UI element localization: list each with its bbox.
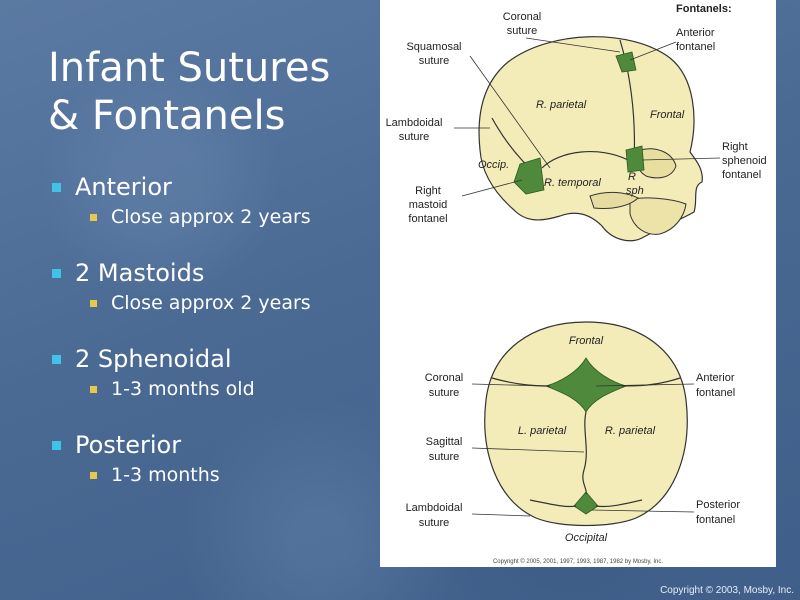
- side-r-temporal-label: R. temporal: [544, 177, 601, 189]
- maxilla-outline: [629, 197, 687, 235]
- top-lambdoidal-label-2: suture: [419, 517, 450, 529]
- skull-diagram: Fontanels: R. parietal Frontal Occip. R.…: [386, 3, 767, 565]
- top-coronal-label-2: suture: [429, 387, 460, 399]
- zygomatic-outline: [589, 191, 639, 209]
- slide-copyright: Copyright © 2003, Mosby, Inc.: [660, 585, 794, 596]
- bullet-group: Anterior Close approx 2 years: [52, 170, 372, 230]
- top-skull: Frontal L. parietal R. parietal Occipita…: [406, 321, 740, 544]
- leader-line: [629, 41, 677, 61]
- bullet-square-icon: [52, 440, 61, 450]
- leader-line: [591, 509, 695, 513]
- leader-line: [471, 383, 549, 387]
- bullet-label: 2 Sphenoidal: [75, 345, 232, 373]
- sub-bullet-square-icon: [90, 299, 97, 307]
- bullet-label: Posterior: [75, 431, 182, 459]
- bullet-group: 2 Sphenoidal 1-3 months old: [52, 342, 372, 402]
- sub-bullet-square-icon: [90, 213, 97, 221]
- slide-title: Infant Sutures & Fontanels: [48, 44, 368, 140]
- side-anterior-label-2: fontanel: [676, 41, 715, 53]
- bullet-label: Anterior: [75, 173, 172, 201]
- bullet-group: Posterior 1-3 months: [52, 428, 372, 488]
- side-coronal-label-1: Coronal: [503, 11, 542, 23]
- side-squamosal-label-1: Squamosal: [406, 41, 461, 53]
- sub-bullet-square-icon: [90, 385, 97, 393]
- top-skull-outline: [484, 321, 688, 527]
- top-lambdoidal-label-1: Lambdoidal: [406, 502, 463, 514]
- side-r-sph-label-1: R: [628, 171, 636, 183]
- side-lambdoidal-label-1: Lambdoidal: [386, 117, 443, 129]
- sub-bullet-square-icon: [90, 471, 97, 479]
- top-sagittal-suture-line: [582, 411, 587, 495]
- top-sagittal-label-1: Sagittal: [426, 436, 463, 448]
- bullet-list: Anterior Close approx 2 years 2 Mastoids…: [52, 170, 372, 514]
- side-sphenoid-label-1: Right: [722, 141, 748, 153]
- top-r-parietal-label: R. parietal: [605, 425, 656, 437]
- side-mastoid-label-3: fontanel: [408, 213, 447, 225]
- title-line-1: Infant Sutures: [48, 45, 331, 91]
- figure-heading: Fontanels:: [676, 3, 732, 15]
- figure-copyright: Copyright © 2005, 2001, 1997, 1993, 1987…: [493, 558, 663, 565]
- side-occip-label: Occip.: [478, 159, 509, 171]
- skull-figure: Fontanels: R. parietal Frontal Occip. R.…: [380, 0, 776, 567]
- side-squamosal-label-2: suture: [419, 55, 450, 67]
- title-line-2: & Fontanels: [48, 93, 286, 139]
- bullet-square-icon: [52, 182, 61, 192]
- side-sphenoid-label-2: sphenoid: [722, 155, 767, 167]
- side-frontal-label: Frontal: [650, 109, 685, 121]
- squamosal-suture-line: [541, 150, 629, 169]
- top-occipital-label: Occipital: [565, 532, 608, 544]
- side-anterior-label-1: Anterior: [676, 27, 715, 39]
- side-r-sph-label-2: sph: [626, 185, 644, 197]
- leader-line: [641, 157, 721, 161]
- side-skull: R. parietal Frontal Occip. R. temporal R…: [386, 11, 767, 242]
- leader-line: [525, 37, 621, 53]
- top-posterior-label-1: Posterior: [696, 499, 740, 511]
- leader-line: [471, 513, 531, 517]
- side-mastoid-label-2: mastoid: [409, 199, 448, 211]
- top-l-parietal-label: L. parietal: [518, 425, 567, 437]
- leader-line: [469, 55, 551, 169]
- top-anterior-label-1: Anterior: [696, 372, 735, 384]
- leader-line: [595, 383, 695, 387]
- side-mastoid-label-1: Right: [415, 185, 441, 197]
- side-coronal-label-2: suture: [507, 25, 538, 37]
- leader-line: [471, 447, 585, 453]
- side-lambdoidal-label-2: suture: [399, 131, 430, 143]
- bullet-group: 2 Mastoids Close approx 2 years: [52, 256, 372, 316]
- top-frontal-label: Frontal: [569, 335, 604, 347]
- top-posterior-label-2: fontanel: [696, 514, 735, 526]
- top-sagittal-label-2: suture: [429, 451, 460, 463]
- bullet-label: 2 Mastoids: [75, 259, 205, 287]
- sub-bullet-label: Close approx 2 years: [111, 292, 311, 314]
- anterior-fontanel-shape: [615, 51, 637, 73]
- sub-bullet-label: 1-3 months old: [111, 378, 255, 400]
- top-lambdoidal-suture-line: [529, 499, 643, 508]
- mastoid-fontanel-shape: [513, 157, 545, 195]
- top-coronal-label-1: Coronal: [425, 372, 464, 384]
- top-anterior-label-2: fontanel: [696, 387, 735, 399]
- bullet-square-icon: [52, 268, 61, 278]
- sphenoid-fontanel-shape: [625, 145, 645, 173]
- sub-bullet-label: 1-3 months: [111, 464, 220, 486]
- side-r-parietal-label: R. parietal: [536, 99, 587, 111]
- bullet-square-icon: [52, 354, 61, 364]
- leader-line: [461, 179, 523, 197]
- sub-bullet-label: Close approx 2 years: [111, 206, 311, 228]
- side-sphenoid-label-3: fontanel: [722, 169, 761, 181]
